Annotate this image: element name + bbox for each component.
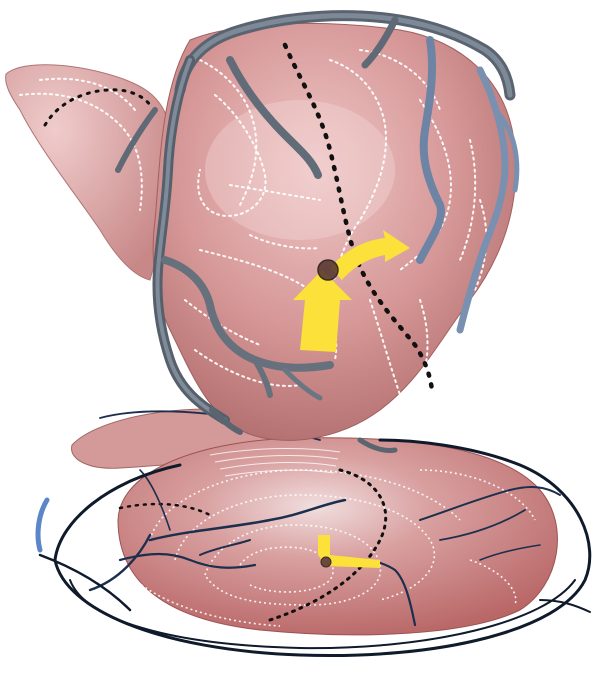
- left-atrium: [6, 65, 171, 280]
- heart-model: [6, 16, 517, 451]
- polar-map-disc: [118, 438, 557, 635]
- pacing-site-marker: [318, 260, 338, 280]
- ventricle-highlight: [205, 100, 395, 240]
- polar-map-ring-accent: [38, 500, 47, 550]
- polar-map: [38, 409, 590, 655]
- polar-map-pacing-site: [321, 557, 331, 567]
